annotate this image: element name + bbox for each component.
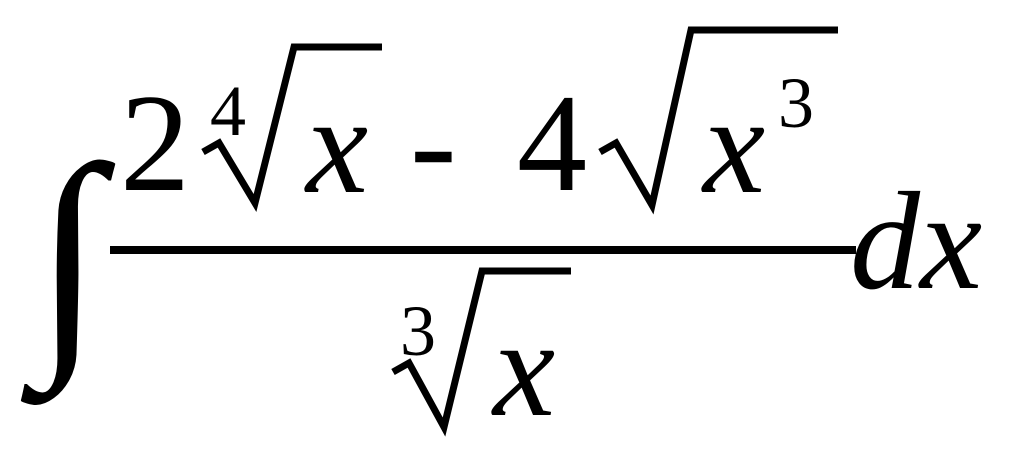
numerator-coefficient-2: 2 [120, 66, 190, 221]
numerator-radicand-x-2: x [701, 68, 765, 223]
differential-dx: dx [850, 164, 982, 319]
radicand-exponent-3: 3 [778, 63, 814, 143]
numerator-coefficient-4: 4 [517, 66, 587, 221]
integral-sign: ∫ [20, 116, 116, 405]
square-root-radical-sign [598, 26, 838, 215]
cube-root-index: 3 [400, 291, 436, 371]
denominator-radicand-x: x [491, 291, 555, 446]
minus-operator: - [410, 66, 457, 221]
cube-root-radical-sign [391, 267, 571, 437]
fourth-root-index: 4 [210, 71, 246, 151]
numerator-radicand-x-1: x [304, 68, 368, 223]
fourth-root-radical-sign [201, 43, 382, 213]
